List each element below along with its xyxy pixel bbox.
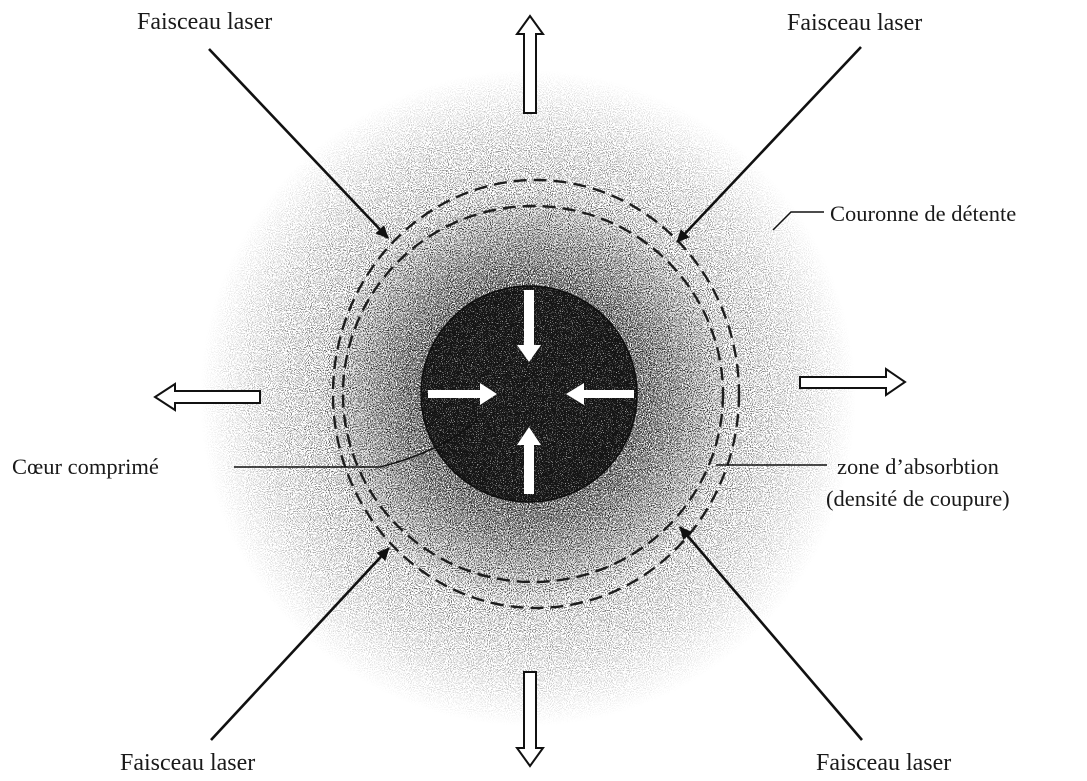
label-beam-top-right: Faisceau laser (787, 10, 922, 36)
label-corona: Couronne de détente (830, 201, 1016, 226)
label-beam-bottom-right: Faisceau laser (816, 750, 951, 776)
label-core: Cœur comprimé (12, 454, 159, 479)
label-beam-bottom-left: Faisceau laser (120, 750, 255, 776)
label-beam-top-left: Faisceau laser (137, 9, 272, 35)
label-absorption-line1: zone d’absorbtion (837, 454, 999, 479)
label-absorption-line2: (densité de coupure) (826, 486, 1010, 511)
